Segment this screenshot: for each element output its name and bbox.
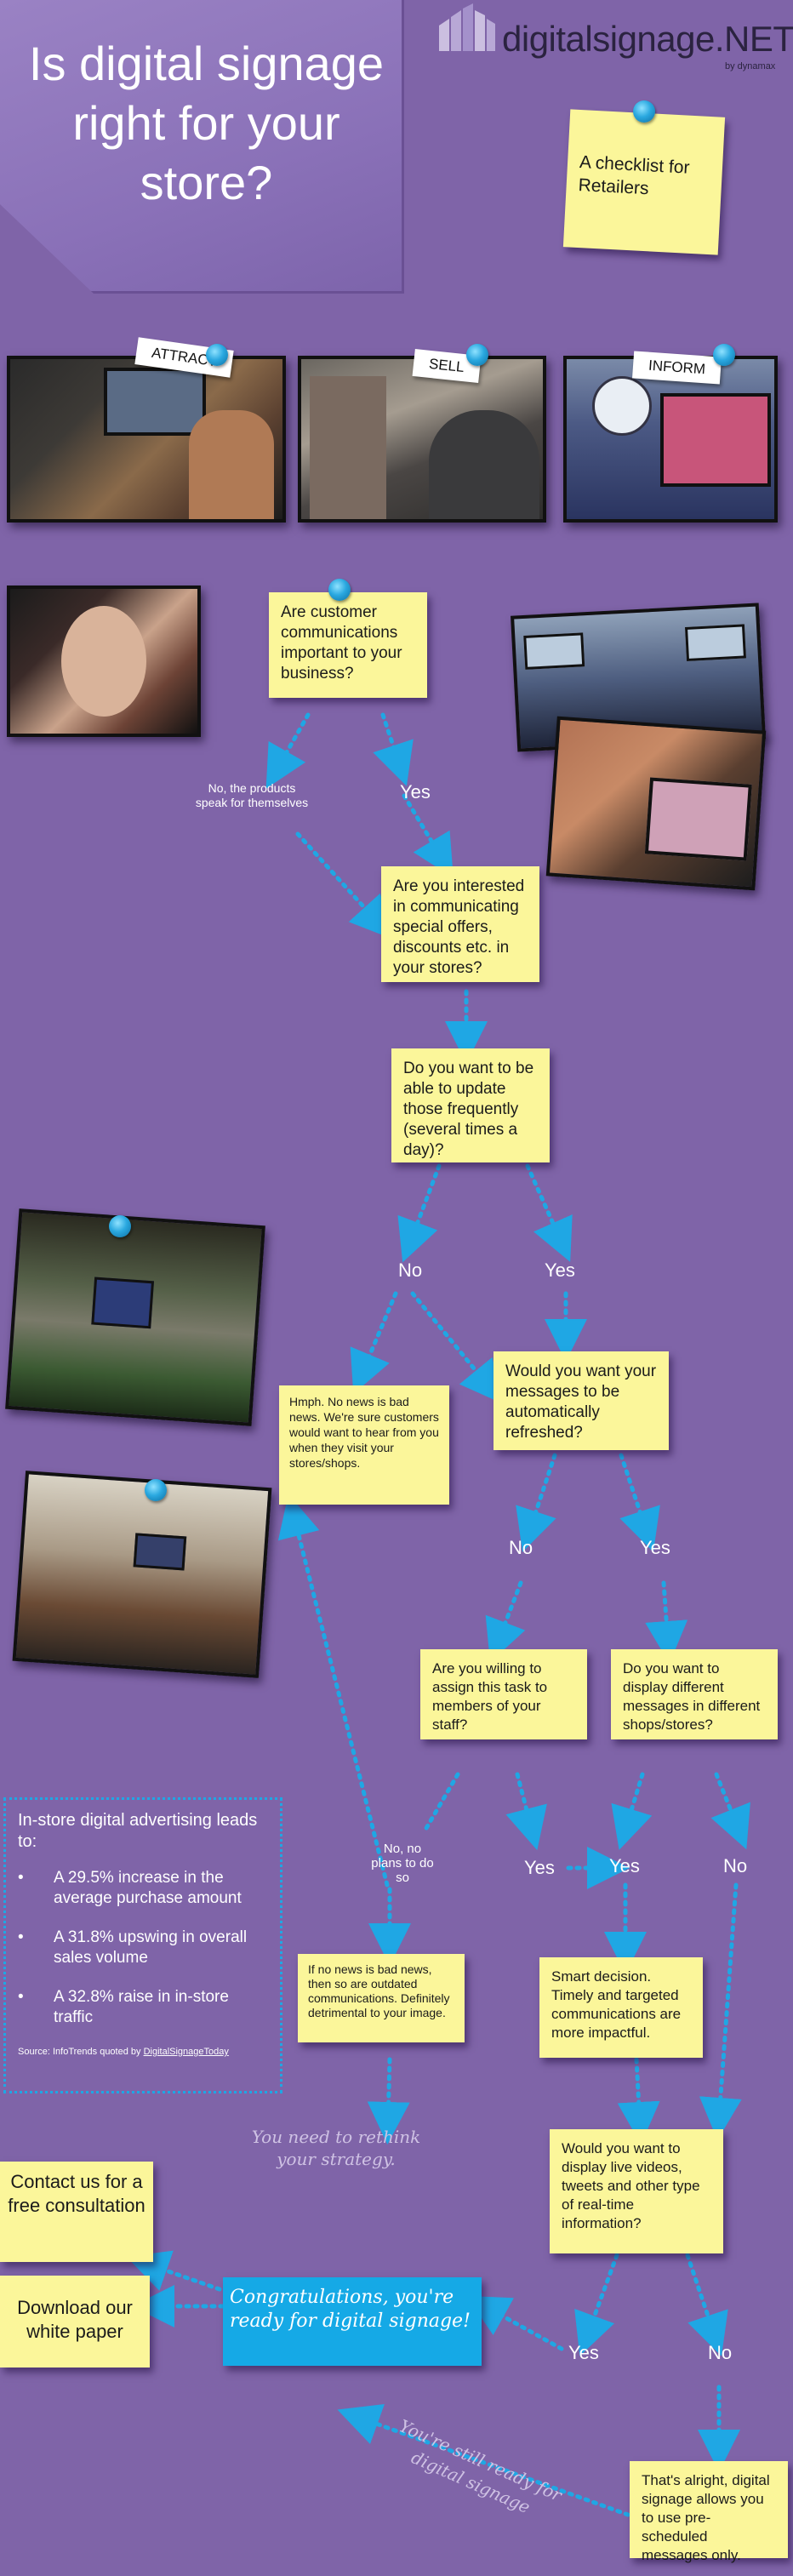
- stat-item: • A 29.5% increase in the average purchas…: [18, 1868, 268, 1909]
- congratulations-banner: Congratulations, you're ready for digita…: [223, 2277, 482, 2366]
- response-pre-scheduled: That's alright, digital signage allows y…: [630, 2461, 788, 2563]
- question-text: Are customer communications important to…: [281, 603, 402, 683]
- question-assign-staff: Are you willing to assign this task to m…: [420, 1649, 587, 1739]
- stat-text: A 29.5% increase in the average purchase…: [54, 1869, 242, 1907]
- answer-no-2: No: [509, 1537, 533, 1558]
- stats-heading: In-store digital advertising leads to:: [18, 1811, 258, 1851]
- stats-source: Source: InfoTrends quoted by DigitalSign…: [18, 2047, 268, 2057]
- answer-yes-3: Yes: [640, 1537, 670, 1558]
- question-text: Do you want to be able to update those f…: [403, 1060, 534, 1159]
- question-customer-communications: Are customer communications important to…: [269, 592, 427, 698]
- question-update-frequently: Do you want to be able to update those f…: [391, 1048, 550, 1162]
- pin-icon: [633, 100, 655, 123]
- stat-item: • A 32.8% raise in in-store traffic: [18, 1987, 268, 2028]
- question-live-videos: Would you want to display live videos, t…: [550, 2129, 723, 2253]
- download-text: Download our white paper: [17, 2297, 133, 2342]
- answer-no-3: No: [723, 1855, 748, 1876]
- bullet-icon: •: [18, 1928, 24, 1946]
- inform-photo: [563, 356, 778, 523]
- answer-yes-4: Yes: [524, 1857, 555, 1878]
- stats-box: In-store digital advertising leads to: •…: [3, 1797, 282, 2093]
- question-special-offers: Are you interested in communicating spec…: [381, 866, 539, 982]
- response-smart-decision: Smart decision. Timely and targeted comm…: [539, 1957, 703, 2058]
- question-different-messages: Do you want to display different message…: [611, 1649, 778, 1739]
- answer-no-products: No, the products speak for themselves: [195, 781, 309, 809]
- stat-text: A 31.8% upswing in overall sales volume: [54, 1928, 248, 1967]
- stat-text: A 32.8% raise in in-store traffic: [54, 1988, 229, 2026]
- bullet-icon: •: [18, 1869, 24, 1887]
- response-text: Hmph. No news is bad news. We're sure cu…: [289, 1395, 439, 1470]
- response-outdated: If no news is bad news, then so are outd…: [298, 1954, 465, 2042]
- congratulations-text: Congratulations, you're ready for digita…: [230, 2287, 471, 2332]
- stats-list: • A 29.5% increase in the average purchas…: [18, 1868, 268, 2028]
- pin-icon: [328, 579, 351, 601]
- question-auto-refresh: Would you want your messages to be autom…: [493, 1351, 669, 1450]
- title-panel: [0, 0, 404, 294]
- question-text: Would you want your messages to be autom…: [505, 1362, 657, 1442]
- response-text: That's alright, digital signage allows y…: [642, 2472, 770, 2563]
- attract-photo: [7, 356, 286, 523]
- question-text: Would you want to display live videos, t…: [562, 2140, 700, 2231]
- rethink-strategy-text: You need to rethink your strategy.: [251, 2127, 421, 2169]
- pin-icon: [713, 344, 735, 366]
- answer-yes-5: Yes: [609, 1855, 640, 1876]
- answer-yes-1: Yes: [400, 781, 431, 803]
- page-title: Is digital signage right for your store?: [28, 37, 385, 209]
- woman-screen-photo: [7, 585, 201, 737]
- answer-yes-6: Yes: [568, 2342, 599, 2363]
- logo-byline: by dynamax: [725, 61, 776, 71]
- title-panel-fold: [0, 204, 94, 294]
- stats-source-link[interactable]: DigitalSignageToday: [143, 2047, 229, 2057]
- answer-yes-2: Yes: [545, 1259, 575, 1281]
- pin-icon: [206, 344, 228, 366]
- logo-icon: [439, 3, 495, 51]
- logo-text: digitalsignage.NET: [502, 19, 793, 59]
- pin-icon: [466, 344, 488, 366]
- response-hmph: Hmph. No news is bad news. We're sure cu…: [279, 1385, 449, 1505]
- answer-no-4: No: [708, 2342, 733, 2363]
- response-text: Smart decision. Timely and targeted comm…: [551, 1968, 682, 2041]
- download-white-paper-button[interactable]: Download our white paper: [0, 2276, 150, 2368]
- question-text: Are you willing to assign this task to m…: [432, 1660, 548, 1733]
- stats-source-prefix: Source: InfoTrends quoted by: [18, 2047, 144, 2057]
- bullet-icon: •: [18, 1988, 24, 2006]
- pin-icon: [109, 1215, 131, 1237]
- contact-text: Contact us for a free consultation: [8, 2171, 145, 2216]
- stat-item: • A 31.8% upswing in overall sales volume: [18, 1928, 268, 1968]
- contact-consultation-button[interactable]: Contact us for a free consultation: [0, 2162, 153, 2262]
- answer-no-1: No: [398, 1259, 423, 1281]
- response-text: If no news is bad news, then so are outd…: [308, 1962, 450, 2019]
- question-text: Are you interested in communicating spec…: [393, 877, 525, 977]
- answer-no-no-plans: No, no plans to do so: [371, 1842, 434, 1885]
- pin-icon: [145, 1479, 167, 1501]
- question-text: Do you want to display different message…: [623, 1660, 761, 1733]
